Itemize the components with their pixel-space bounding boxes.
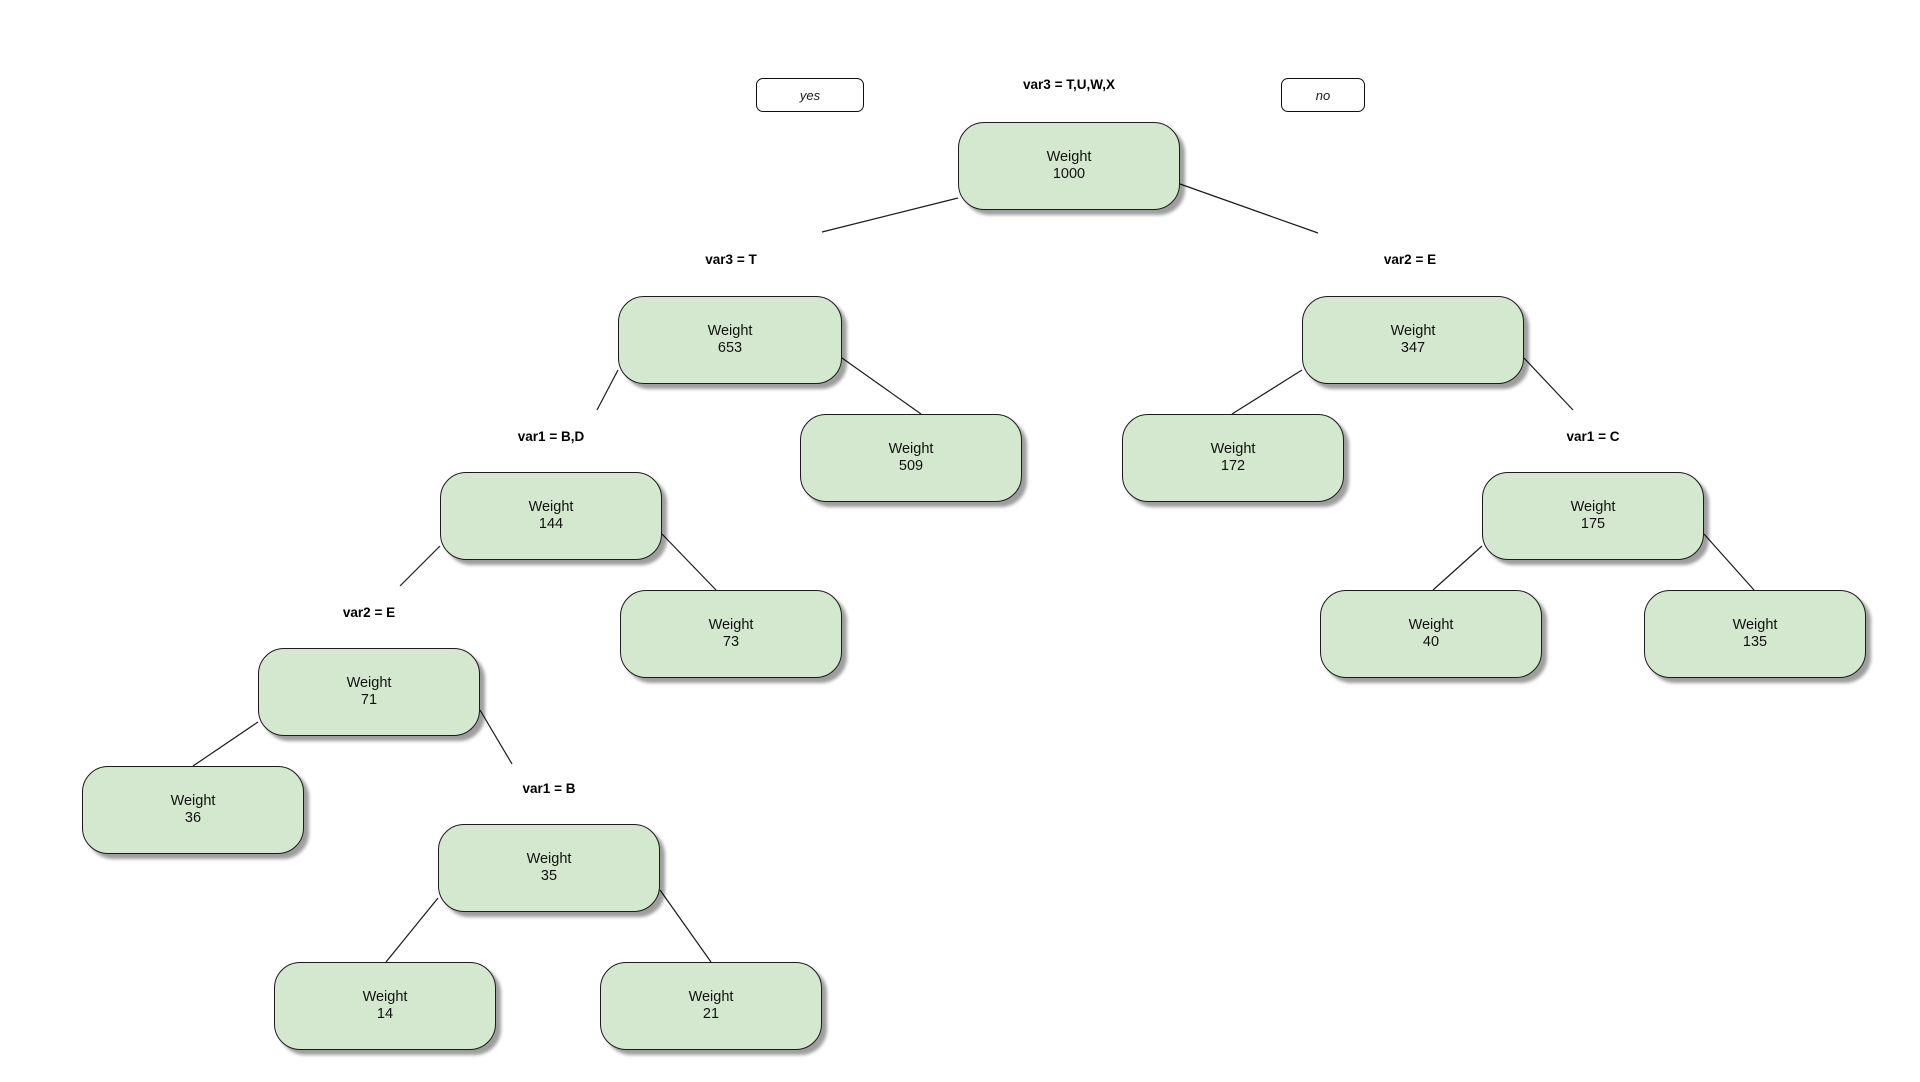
tree-edge [1523,357,1574,411]
legend-no-box: no [1281,78,1365,112]
node-weight-value: 347 [1400,340,1426,356]
legend-no-label: no [1315,87,1331,103]
node-weight-value: 172 [1220,458,1246,474]
tree-edge [399,545,441,587]
legend-yes-box: yes [756,78,864,112]
node-weight-value: 1000 [1052,166,1086,182]
tree-edge [661,533,717,591]
node-weight-value: 653 [717,340,743,356]
tree-edge [192,721,259,767]
split-label-n144-split: var1 = B,D [517,429,585,444]
split-label-n71-split: var2 = E [342,605,396,620]
split-label-n35-split: var1 = B [522,781,576,796]
node-title: Weight [526,850,572,867]
split-label-n347-split: var2 = E [1383,252,1437,267]
node-title: Weight [1046,148,1092,165]
tree-edge [841,357,922,415]
node-weight-value: 40 [1422,634,1440,650]
node-title: Weight [708,616,754,633]
node-title: Weight [888,440,934,457]
tree-edge [1703,533,1755,591]
node-weight-value: 509 [898,458,924,474]
node-weight-value: 71 [360,692,378,708]
node-weight-value: 175 [1580,516,1606,532]
node-title: Weight [1732,616,1778,633]
node-title: Weight [1390,322,1436,339]
node-title: Weight [1210,440,1256,457]
tree-edge [596,369,619,411]
node-title: Weight [688,988,734,1005]
node-title: Weight [1408,616,1454,633]
tree-edge [659,889,712,963]
legend-yes-label: yes [799,87,821,103]
split-label-n175-split: var1 = C [1566,429,1620,444]
tree-edge [1231,369,1303,415]
tree-edge [1179,183,1319,234]
node-title: Weight [362,988,408,1005]
node-title: Weight [528,498,574,515]
node-weight-value: 14 [376,1006,394,1022]
tree-edge [1432,545,1483,591]
tree-edge [385,897,439,963]
node-title: Weight [707,322,753,339]
node-weight-value: 21 [702,1006,720,1022]
node-title: Weight [1570,498,1616,515]
split-label-root-split: var3 = T,U,W,X [1023,77,1115,92]
node-title: Weight [170,792,216,809]
node-weight-value: 135 [1742,634,1768,650]
split-label-n653-split: var3 = T [705,252,757,267]
node-weight-value: 35 [540,868,558,884]
node-weight-value: 73 [722,634,740,650]
tree-edge [479,709,513,765]
node-weight-value: 144 [538,516,564,532]
tree-edge [821,197,959,233]
node-weight-value: 36 [184,810,202,826]
node-title: Weight [346,674,392,691]
